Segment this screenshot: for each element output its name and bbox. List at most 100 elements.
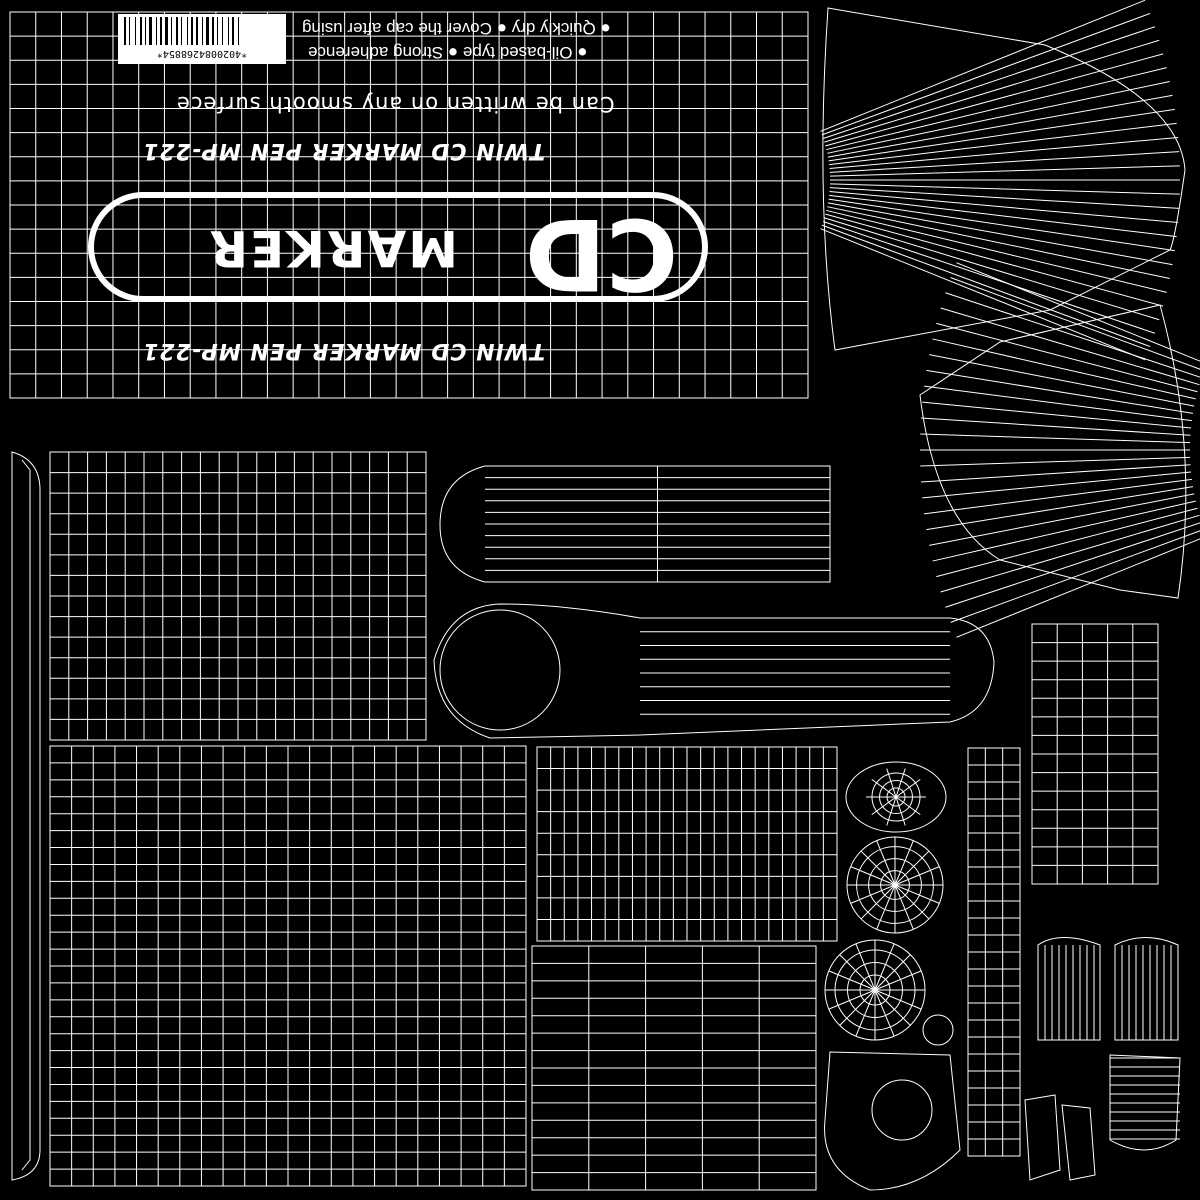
cap-upper-fan: [820, 0, 1146, 132]
barcode-bar: [165, 17, 168, 45]
cap-upper-fan: [825, 213, 1164, 307]
cap-end-spokes-a: [860, 884, 896, 920]
logo-cd-text: CD: [524, 196, 678, 310]
bullet-icon: ●: [496, 19, 507, 38]
clip-island-bottom: [433, 603, 995, 739]
cap-end-spokes-b: [855, 943, 876, 991]
cap-oval-spokes: [886, 796, 897, 826]
cap-end-spokes-b-ring: [834, 949, 916, 1031]
cap-lower-fan: [920, 464, 1191, 483]
cap-end-spokes-b-ring: [859, 974, 891, 1006]
barcode-bar: [212, 17, 214, 45]
feature-oil-based: Oil-based type: [462, 43, 573, 62]
tip-island-bottom: [1109, 1054, 1181, 1151]
barcode-bar: [140, 17, 142, 45]
cap-end-square: [824, 1051, 961, 1191]
cap-lower-fan: [929, 493, 1195, 546]
barcode-bar: [156, 17, 157, 45]
cap-end-spokes-b: [874, 970, 922, 991]
cap-lower-fan: [929, 354, 1195, 407]
cap-upper-fan: [829, 191, 1179, 223]
cap-lower-fan: [920, 456, 1191, 467]
cap-island-upper: [822, 7, 1186, 351]
tip-island-right: [1114, 937, 1179, 1041]
cap-lower-fan: [936, 507, 1198, 578]
barcode-bar: [176, 17, 178, 45]
left-strip-island: [11, 451, 41, 1181]
cap-lower-fan: [922, 401, 1192, 429]
cap-upper-fan: [829, 122, 1177, 166]
cap-upper-fan: [820, 228, 1146, 361]
barcode-bar: [232, 17, 234, 45]
cap-end-spokes-a: [850, 884, 896, 904]
cap-lower-fan: [926, 486, 1194, 531]
cap-upper-fan: [827, 202, 1173, 266]
cap-end-spokes-a: [894, 850, 930, 886]
cap-end-spokes-a-ring: [856, 846, 934, 924]
cap-lower-fan: [924, 478, 1192, 515]
cap-oval-spokes: [871, 796, 897, 816]
cap-end-spokes-a-ring: [880, 870, 910, 900]
barcode-bar: [149, 17, 152, 45]
cap-upper-fan: [826, 209, 1167, 293]
cap-lower-fan: [932, 500, 1196, 562]
barcode-bar: [171, 17, 172, 45]
cap-lower-fan: [956, 538, 1200, 638]
barcode-bar: [135, 17, 136, 45]
cap-end-spokes-a: [894, 884, 940, 904]
cap-lower-fan: [932, 338, 1196, 400]
cap-oval-spokes: [895, 778, 921, 798]
cap-end-spokes-b: [828, 970, 876, 991]
feature-line-1: ● Quickly dry ● Cover the cap after usin…: [302, 18, 611, 38]
cap-oval-spokes-ring: [879, 780, 913, 814]
cap-end-spokes-b: [874, 989, 922, 1010]
cap-oval-spokes: [886, 768, 897, 798]
barcode: *4020084268854*: [118, 14, 286, 64]
brand-logo: CD MARKER: [88, 192, 708, 310]
cap-upper-fan: [827, 94, 1173, 158]
cap-lower-fan: [945, 522, 1200, 608]
cap-upper-fan: [821, 12, 1151, 136]
cap-end-spokes-b: [855, 989, 876, 1037]
feature-quick-dry: Quickly dry: [511, 19, 596, 38]
cap-upper-fan: [829, 165, 1180, 177]
logo-marker-text: MARKER: [207, 219, 458, 277]
cap-lower-fan: [936, 322, 1198, 393]
cap-end-spokes-b: [828, 989, 876, 1010]
barcode-bar: [181, 17, 182, 45]
barcode-bar: [145, 17, 146, 45]
brand-logo-frame: [88, 192, 708, 302]
cap-end-circle-small: [922, 1014, 954, 1046]
cap-upper-fan: [824, 39, 1160, 143]
feature-line-2: ● Oil-based type ● Strong adherence: [308, 42, 588, 62]
barcode-bar: [129, 17, 130, 45]
barcode-bar: [228, 17, 229, 45]
barcode-bar: [238, 17, 239, 45]
cap-upper-fan: [828, 108, 1175, 162]
cap-upper-fan: [828, 198, 1175, 252]
cap-upper-fan: [827, 80, 1170, 154]
cap-upper-fan: [829, 137, 1179, 169]
tagline: Can be written on any smooth surfece: [176, 92, 615, 116]
cap-upper-fan: [823, 26, 1156, 139]
product-label: *4020084268854* ● Quickly dry ● Cover th…: [10, 12, 808, 398]
barcode-bar: [160, 17, 162, 45]
cap-end-spokes-b: [874, 954, 911, 991]
barcode-bar: [196, 17, 198, 45]
cap-upper-fan: [821, 224, 1151, 348]
cap-end-spokes-b: [874, 943, 895, 991]
product-name-bottom: TWIN CD MARKER PEN MP-221: [142, 338, 546, 363]
cap-end-spokes-b: [839, 989, 876, 1026]
barcode-bar: [187, 17, 188, 45]
cap-end-spokes-a: [876, 884, 896, 930]
cap-lower-fan: [950, 277, 1200, 370]
barcode-bar: [217, 17, 218, 45]
cap-upper-fan: [829, 194, 1177, 238]
barcode-bar: [202, 17, 203, 45]
barcode-bar: [222, 17, 223, 45]
cap-lower-fan: [940, 307, 1200, 386]
feature-adherence: Strong adherence: [308, 43, 444, 62]
tip-island-left: [1037, 937, 1101, 1041]
cap-oval-spokes-ring: [871, 772, 921, 822]
